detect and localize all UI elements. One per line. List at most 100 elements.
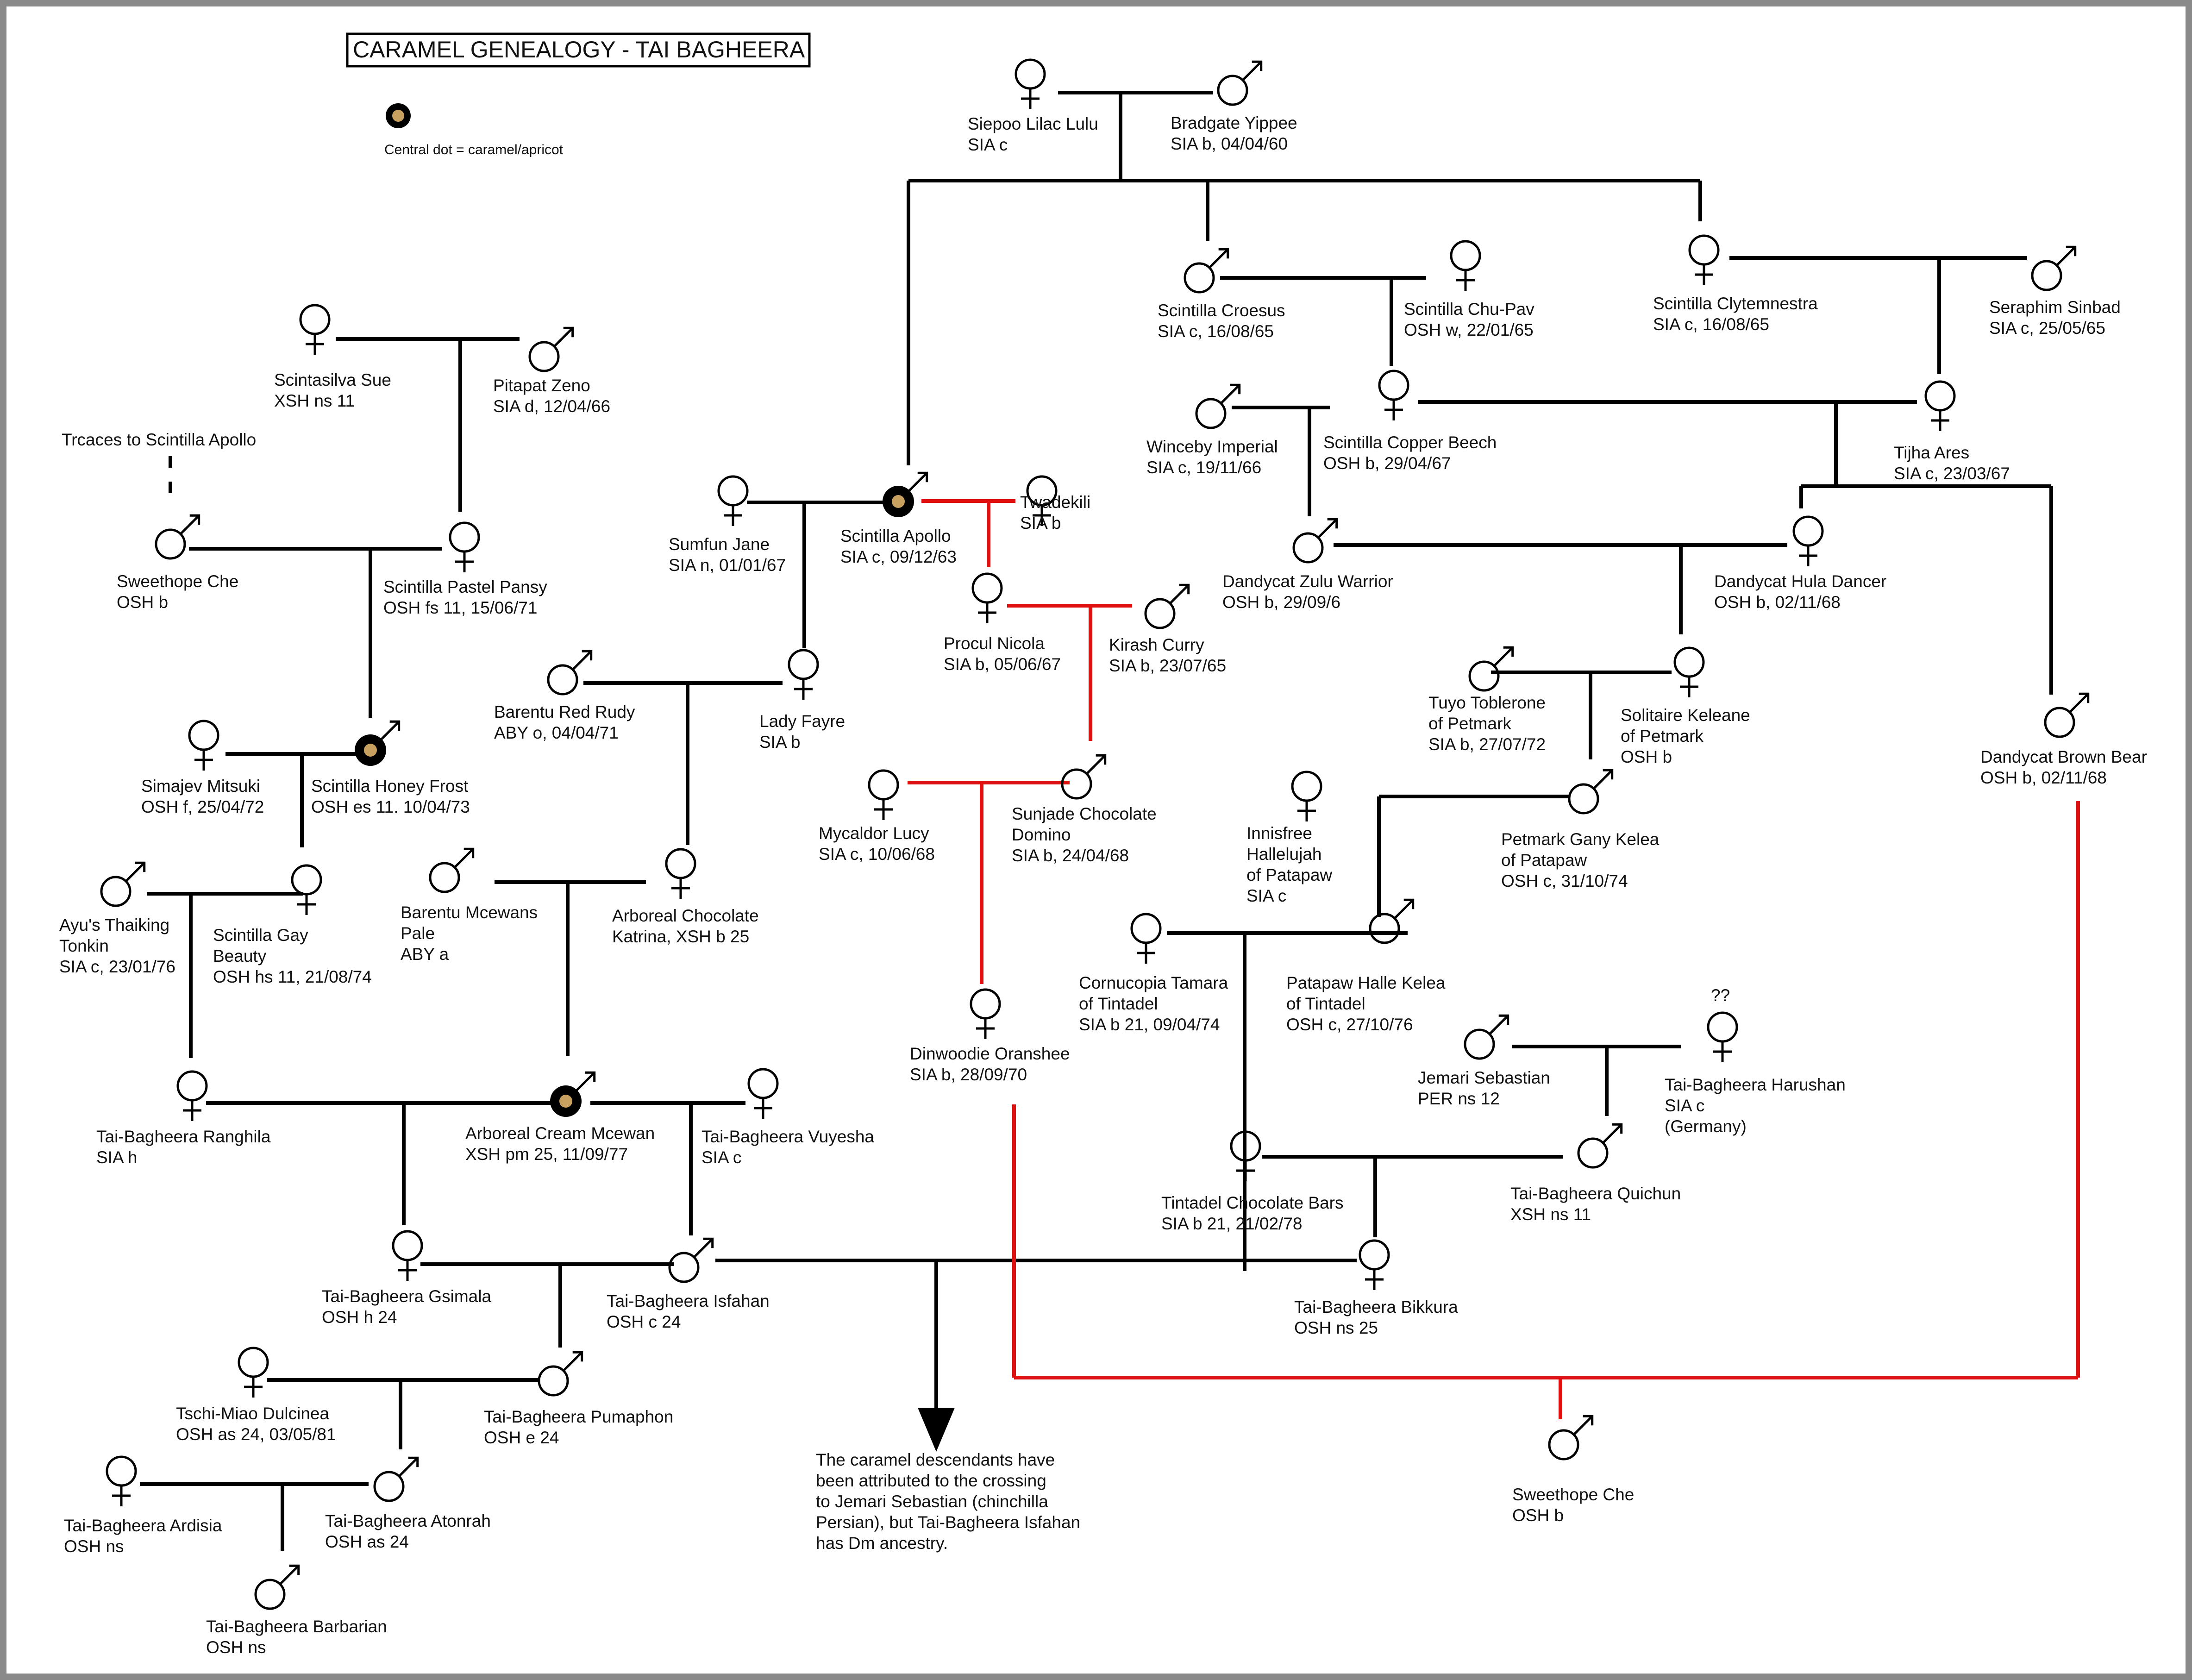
female-symbol-icon xyxy=(106,1455,137,1506)
cat-label-line: SIA c, 16/08/65 xyxy=(1158,322,1274,341)
cat-label-line: OSH b, 02/11/68 xyxy=(1714,593,1841,612)
female-symbol-icon xyxy=(665,848,696,899)
cat-label-line: SIA b, 27/07/72 xyxy=(1428,735,1546,754)
cat-label-line: of Patapaw xyxy=(1501,851,1587,870)
cat-label-line: OSH w, 22/01/65 xyxy=(1404,320,1534,339)
caramel-note-line: to Jemari Sebastian (chinchilla xyxy=(816,1492,1048,1511)
female-symbol-icon xyxy=(392,1230,423,1281)
male-symbol-icon xyxy=(1292,518,1338,564)
cat-label-line: Barentu Mcewans xyxy=(401,903,538,922)
cat-label-line: SIA b, 23/07/65 xyxy=(1109,656,1226,675)
cat-label-line: of Petmark xyxy=(1621,727,1703,746)
cat-label-line: Jemari Sebastian xyxy=(1418,1068,1550,1087)
cat-label-line: Dinwoodie Oranshee xyxy=(910,1044,1070,1063)
cat-label-line: Scintilla Clytemnestra xyxy=(1653,294,1818,313)
pedigree-lines-red xyxy=(908,499,2080,1419)
cat-label-line: SIA b, 24/04/68 xyxy=(1012,846,1129,865)
cat-label-line: Mycaldor Lucy xyxy=(819,824,929,843)
female-symbol-icon xyxy=(1230,1130,1261,1181)
cat-label-line: OSH b, 02/11/68 xyxy=(1980,768,2107,787)
cat-label-line: OSH as 24 xyxy=(325,1532,409,1551)
male-symbol-icon xyxy=(1468,646,1514,692)
cat-label-line: of Patapaw xyxy=(1246,865,1332,884)
cat-label-line: SIA h xyxy=(96,1148,137,1167)
cat-label-line: Lady Fayre xyxy=(759,712,845,731)
cat-label-line: SIA c, 23/03/67 xyxy=(1894,464,2010,483)
cat-label-line: Innisfree xyxy=(1246,824,1312,843)
female-symbol-icon xyxy=(1707,1011,1738,1062)
cat-label-line: Tai-Bagheera Pumaphon xyxy=(484,1407,673,1426)
caramel-note-line: has Dm ancestry. xyxy=(816,1534,948,1553)
female-symbol-icon xyxy=(970,988,1001,1039)
female-symbol-icon xyxy=(238,1347,269,1398)
cat-label-line: of Tintadel xyxy=(1079,994,1158,1013)
cat-label-line: SIA b, 05/06/67 xyxy=(944,655,1061,674)
cat-label-line: of Petmark xyxy=(1428,714,1511,733)
cat-label-line: OSH h 24 xyxy=(322,1308,397,1327)
cat-label-line: XSH ns 11 xyxy=(274,391,355,410)
caramel-dot-icon xyxy=(364,744,377,757)
male-symbol-icon xyxy=(550,1071,596,1117)
cat-label-line: OSH ns 25 xyxy=(1294,1318,1378,1337)
cat-label-line: OSH b xyxy=(1512,1506,1564,1525)
cat-label-line: PER ns 12 xyxy=(1418,1089,1500,1108)
female-symbol-icon xyxy=(717,475,749,526)
female-symbol-icon xyxy=(1792,515,1824,566)
cat-label-line: Tai-Bagheera Barbarian xyxy=(206,1617,387,1636)
female-symbol-icon xyxy=(1291,771,1322,821)
cat-label-line: Tschi-Miao Dulcinea xyxy=(176,1404,329,1423)
cat-label-line: Simajev Mitsuki xyxy=(141,777,260,796)
cat-label-line: Katrina, XSH b 25 xyxy=(612,927,749,946)
male-symbol-icon xyxy=(2031,245,2077,291)
male-symbol-icon xyxy=(1195,383,1241,429)
cat-label-line: Scintilla Honey Frost xyxy=(311,777,469,796)
cat-label-line: Pale xyxy=(401,924,435,943)
male-symbol-icon xyxy=(1577,1123,1623,1169)
male-symbol-icon xyxy=(1144,583,1190,629)
diagram-title: CARAMEL GENEALOGY - TAI BAGHEERA xyxy=(353,37,805,63)
cat-label-line: Scintilla Croesus xyxy=(1158,301,1285,320)
cat-label-line: SIA b, 28/09/70 xyxy=(910,1065,1027,1084)
pedigree-lines xyxy=(140,91,2053,1551)
cat-label-line: OSH fs 11, 15/06/71 xyxy=(383,598,538,617)
cat-label-line: Tai-Bagheera Harushan xyxy=(1665,1075,1846,1094)
female-symbol-icon xyxy=(449,521,480,572)
traces-note: Trcaces to Scintilla Apollo xyxy=(62,430,256,449)
cat-label-line: SIA c xyxy=(1246,886,1286,905)
